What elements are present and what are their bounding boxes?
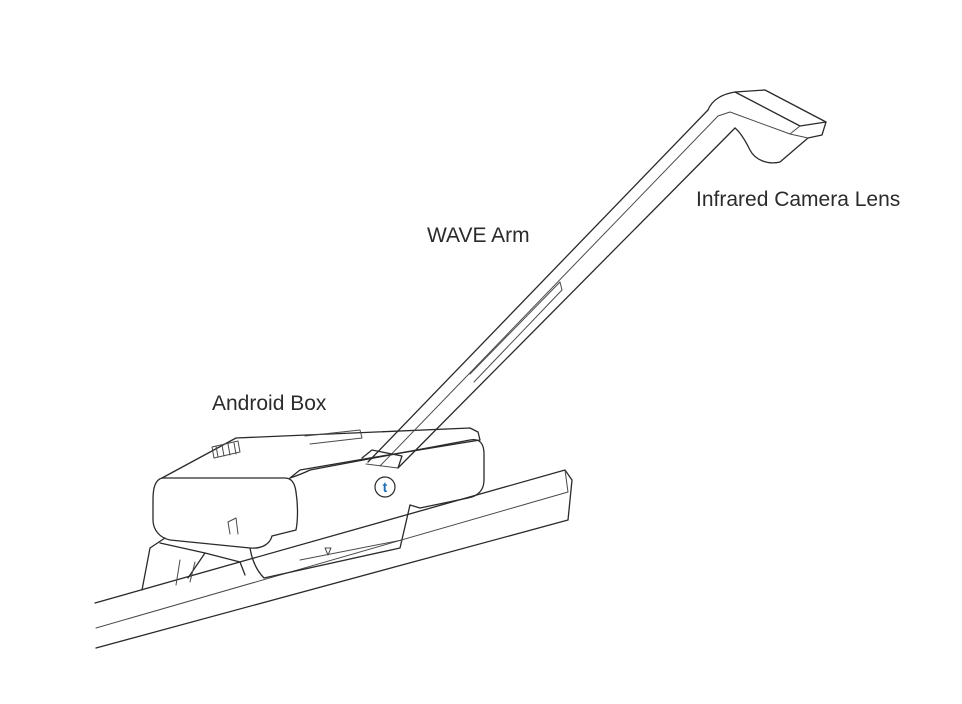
wave-arm-label: WAVE Arm [427, 225, 530, 246]
infrared-camera-head [708, 90, 826, 163]
brand-logo: t [375, 477, 395, 497]
wave-arm [362, 110, 735, 468]
android-box-label: Android Box [212, 393, 326, 414]
logo-letter: t [383, 479, 388, 495]
infrared-camera-lens-label: Infrared Camera Lens [696, 189, 900, 210]
mounting-rail [95, 470, 572, 648]
